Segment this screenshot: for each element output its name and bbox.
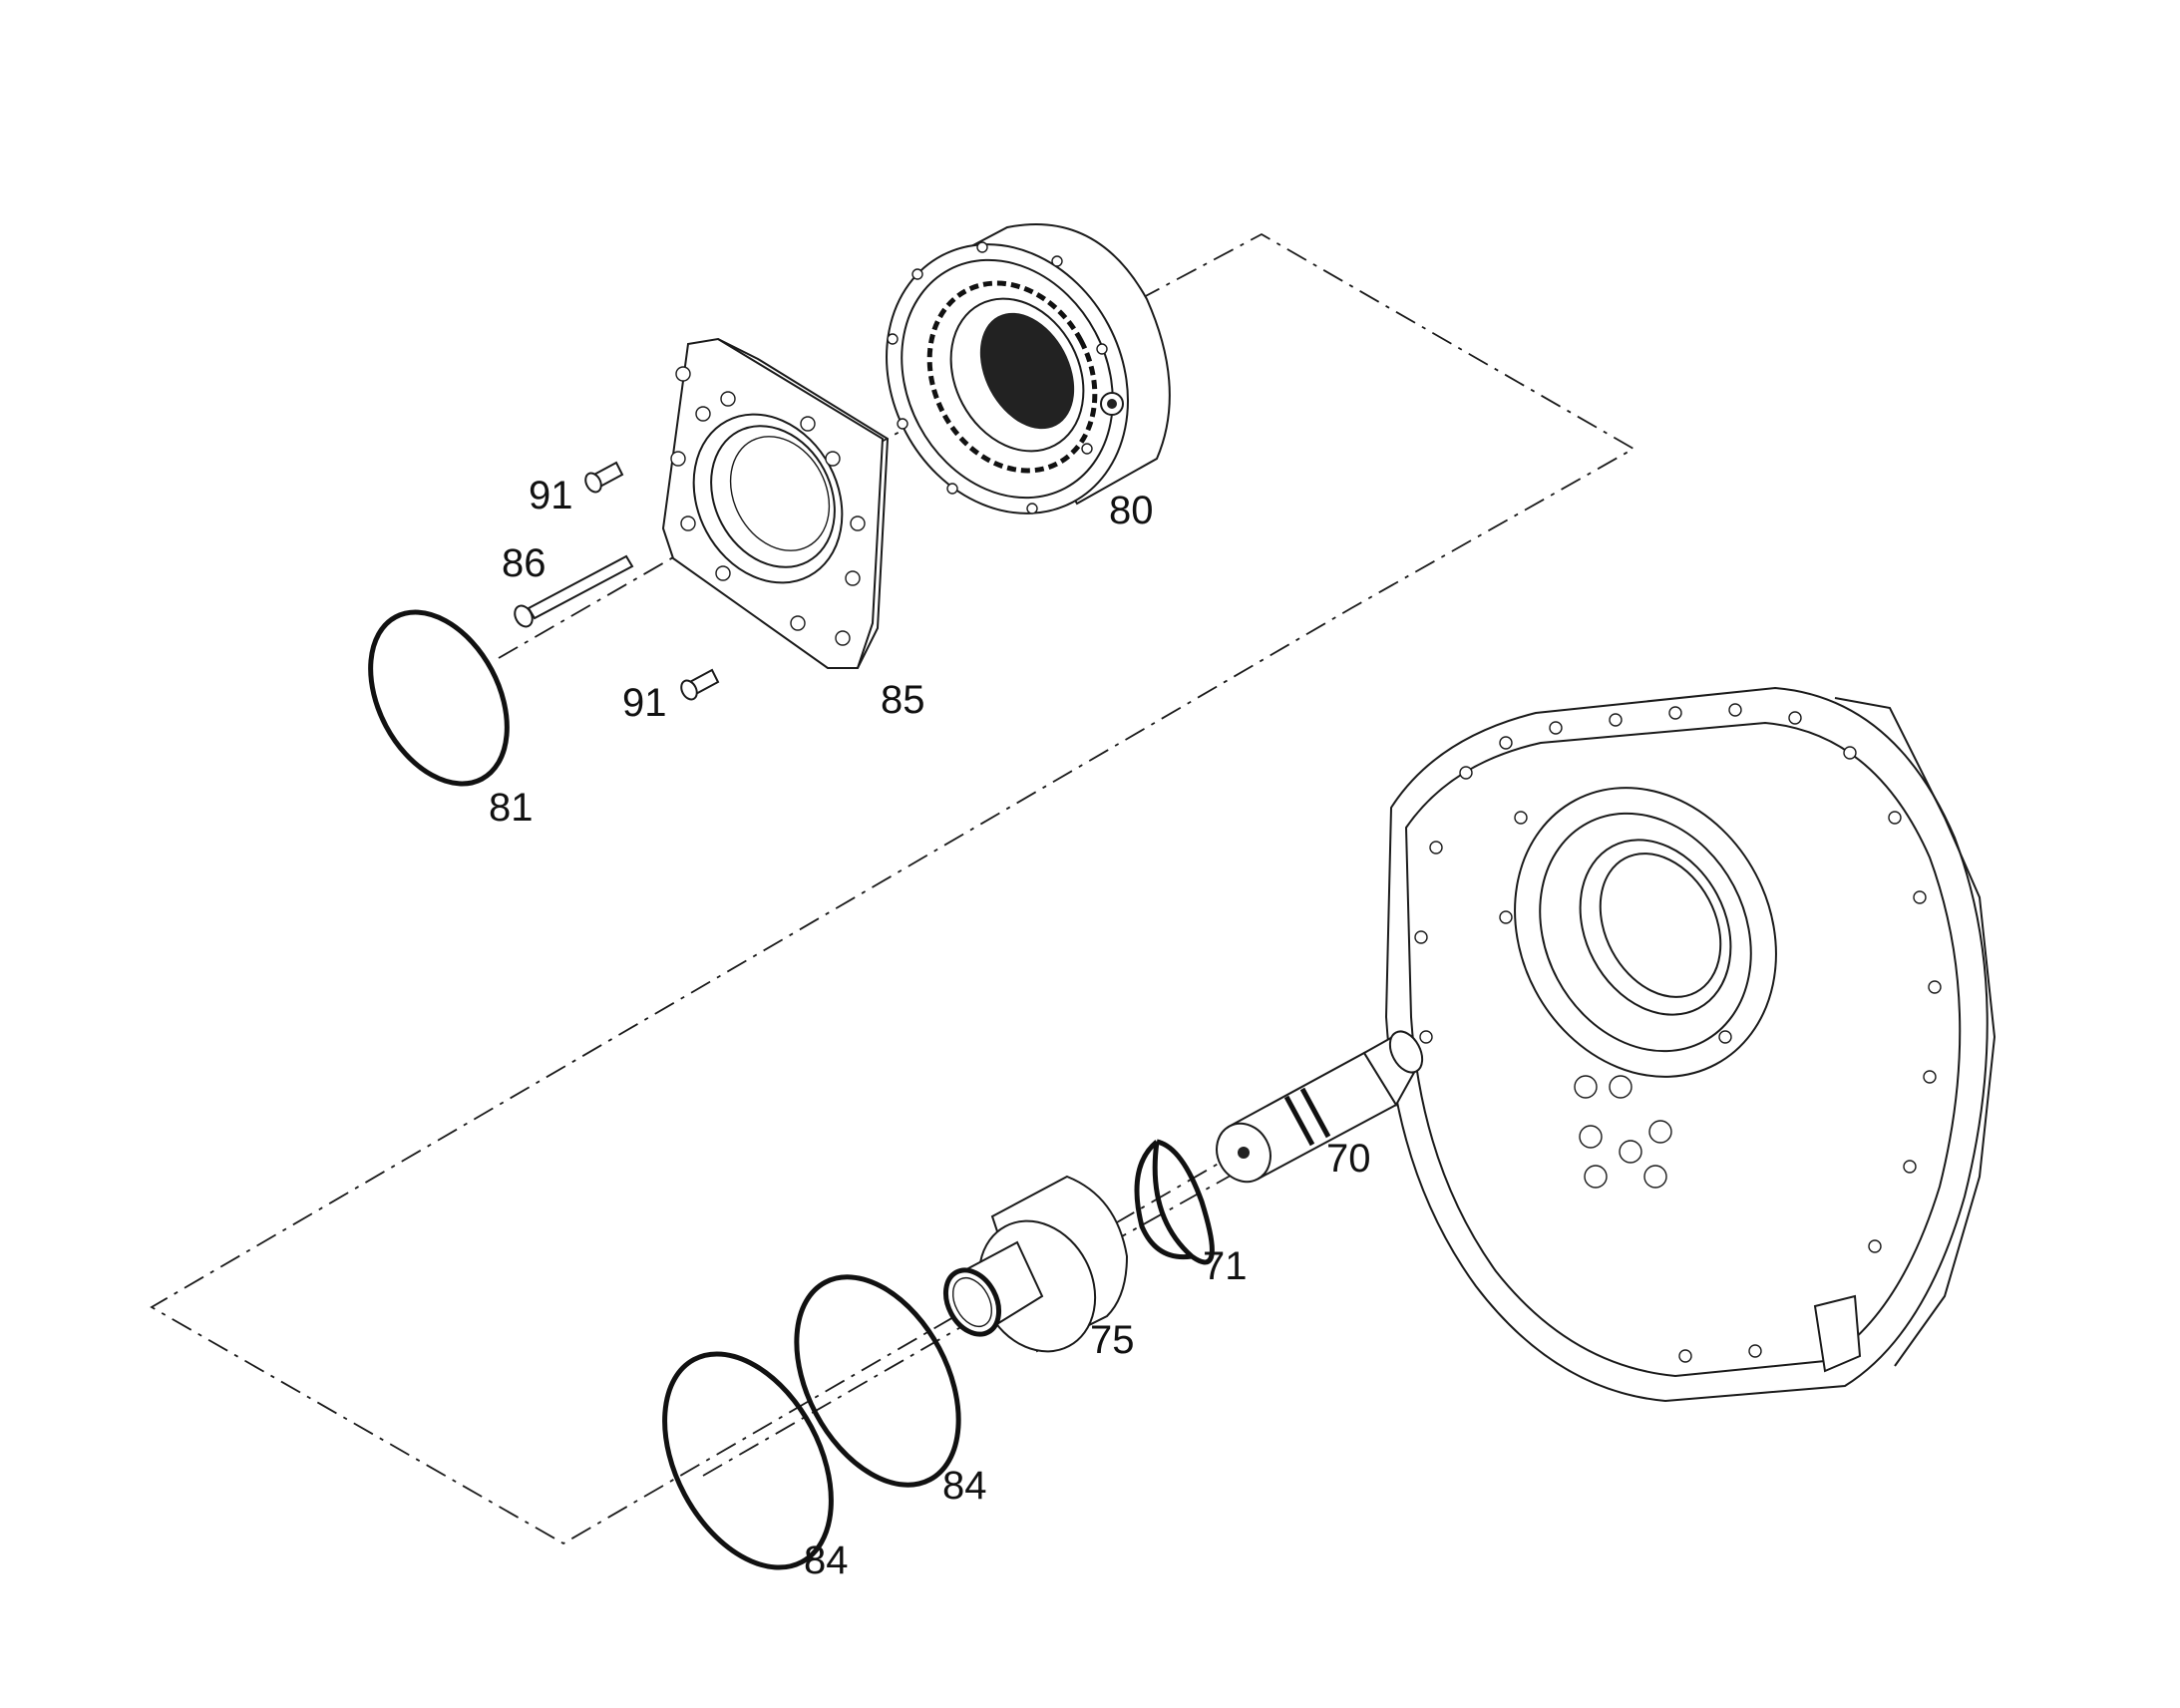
label-70: 70	[1326, 1137, 1371, 1181]
label-80: 80	[1109, 489, 1154, 532]
part-86-long-bolt	[514, 554, 634, 628]
part-70-shaft	[1216, 1030, 1424, 1184]
label-81: 81	[489, 786, 534, 830]
transmission-housing	[1384, 686, 1997, 1403]
label-91-lower: 91	[622, 681, 667, 725]
label-85: 85	[881, 678, 925, 722]
label-84-lower: 84	[804, 1538, 849, 1582]
label-86: 86	[502, 541, 546, 585]
part-84-o-ring-lower	[662, 1351, 834, 1570]
label-75: 75	[1090, 1318, 1135, 1362]
part-71-snap-ring	[1134, 1139, 1215, 1265]
part-75-bushing	[942, 1175, 1129, 1353]
part-81-o-ring	[368, 609, 510, 787]
label-91-upper: 91	[529, 474, 573, 517]
part-91-screw-upper	[584, 461, 624, 494]
part-85-flange-plate	[661, 337, 890, 669]
part-84-o-ring-upper	[794, 1274, 961, 1488]
assembly-outline	[150, 232, 1776, 1545]
part-91-screw-lower	[680, 668, 720, 701]
part-80-bearing-drum	[886, 223, 1171, 514]
label-84-upper: 84	[942, 1464, 987, 1508]
label-71: 71	[1203, 1244, 1248, 1288]
